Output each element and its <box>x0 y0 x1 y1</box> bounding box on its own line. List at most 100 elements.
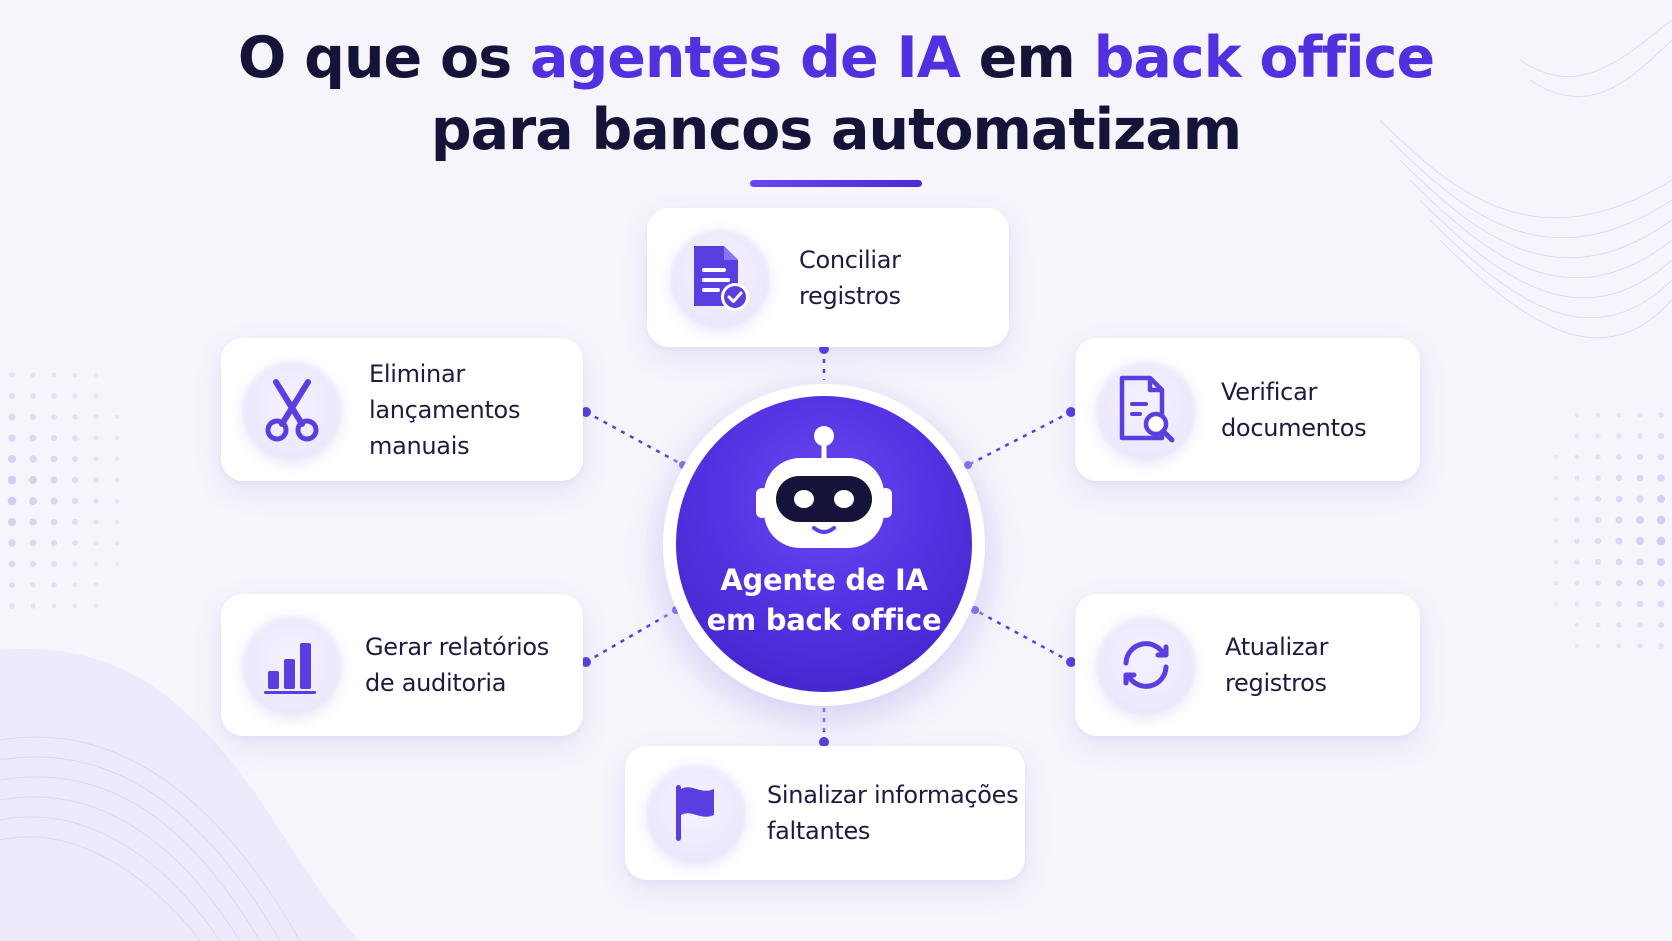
decor-dot <box>72 540 78 546</box>
decor-dot <box>1615 537 1623 545</box>
document-search-icon <box>1119 375 1175 442</box>
decor-dot <box>1595 580 1601 586</box>
decor-dot <box>1656 515 1666 525</box>
decor-dot <box>1656 557 1666 567</box>
decor-dot <box>114 456 120 462</box>
decor-dot <box>1553 580 1559 586</box>
decor-dot <box>1595 601 1601 607</box>
decor-dot <box>8 539 16 547</box>
scissors-icon <box>265 378 319 441</box>
decor-dot <box>114 561 120 567</box>
decor-dot <box>1615 579 1623 587</box>
decor-dot <box>1594 537 1602 545</box>
decor-dot <box>93 540 99 546</box>
decor-dot <box>50 539 58 547</box>
decor-dot <box>71 455 79 463</box>
decor-dot <box>51 372 57 378</box>
decor-dot <box>1616 622 1622 628</box>
decor-dot <box>1553 601 1559 607</box>
decor-dot <box>1637 433 1643 439</box>
page-title: O que os agentes de IA em back office pa… <box>0 22 1672 166</box>
decor-dot <box>93 477 99 483</box>
decor-dot <box>1553 559 1559 565</box>
decor-dot <box>29 455 37 463</box>
decor-dot <box>8 581 16 589</box>
decor-dot <box>1657 621 1665 629</box>
decor-dot <box>93 393 99 399</box>
decor-dot <box>29 434 37 442</box>
decor-dot <box>1616 412 1622 418</box>
decor-dot <box>114 414 120 420</box>
decor-dot <box>93 372 99 378</box>
decor-dot <box>1595 622 1601 628</box>
decor-dot <box>1595 475 1601 481</box>
decor-dot <box>1657 600 1665 608</box>
decor-dot <box>1637 643 1643 649</box>
task-icon-circle <box>1095 358 1197 461</box>
decor-dot <box>93 561 99 567</box>
decor-dot <box>1636 537 1644 545</box>
decor-dot <box>29 539 37 547</box>
document-check-icon <box>694 245 749 311</box>
connector-top-left <box>585 410 684 467</box>
task-card-conciliar: Conciliar registros <box>647 208 1009 347</box>
decor-dot <box>51 561 57 567</box>
decor-dot <box>1574 580 1580 586</box>
decor-dot <box>93 414 99 420</box>
decor-dot <box>1657 579 1665 587</box>
title-part-1: O que os <box>237 25 530 91</box>
title-highlight-agents: agentes de IA <box>530 25 961 91</box>
decor-dot <box>1658 643 1664 649</box>
decor-dot <box>29 413 37 421</box>
decor-dot <box>114 477 120 483</box>
decor-dot <box>1595 643 1601 649</box>
decor-dot <box>1636 558 1644 566</box>
decor-dot <box>1636 579 1644 587</box>
decor-dot <box>1574 454 1580 460</box>
connector-top-right <box>967 410 1072 467</box>
decor-dot <box>93 435 99 441</box>
title-underline <box>750 180 922 187</box>
flag-icon <box>676 785 714 841</box>
decor-dot <box>50 455 58 463</box>
decor-dot <box>1616 433 1622 439</box>
decor-dot <box>1616 601 1622 607</box>
decor-dot <box>72 435 78 441</box>
decor-dot <box>1595 454 1601 460</box>
decor-dot <box>72 603 78 609</box>
robot-icon <box>756 426 892 548</box>
task-icon-circle <box>241 614 343 716</box>
decor-dot <box>51 393 57 399</box>
decor-dot <box>1637 412 1643 418</box>
decor-dot <box>1574 601 1580 607</box>
decor-dot <box>1553 496 1559 502</box>
task-card-gerar: Gerar relatórios de auditoria <box>221 594 583 736</box>
decor-dot <box>72 582 78 588</box>
task-label: Atualizar registros <box>1225 633 1329 697</box>
decor-dot <box>50 434 58 442</box>
refresh-icon <box>1123 641 1169 689</box>
task-icon-circle <box>1095 614 1197 716</box>
decor-dot <box>1636 495 1644 503</box>
decor-dot <box>50 476 58 484</box>
decor-dot <box>51 582 57 588</box>
decor-dot <box>1657 453 1665 461</box>
decor-dot <box>1595 412 1601 418</box>
decor-dot <box>1636 516 1644 524</box>
decor-dot <box>51 603 57 609</box>
task-card-eliminar: Eliminar lançamentos manuais <box>221 338 583 481</box>
task-label: Gerar relatórios de auditoria <box>365 633 549 697</box>
decor-dot <box>7 475 17 485</box>
decor-dot <box>50 518 58 526</box>
decor-dot <box>1594 495 1602 503</box>
decor-dot <box>1574 412 1580 418</box>
title-part-3: em <box>959 25 1094 91</box>
task-card-atualizar: Atualizar registros <box>1075 594 1420 736</box>
decor-dot <box>1636 474 1644 482</box>
decor-dot <box>29 476 37 484</box>
decor-dot <box>7 517 17 527</box>
task-card-sinalizar: Sinalizar informações faltantes <box>625 746 1025 880</box>
decor-dot <box>7 454 17 464</box>
decor-dot <box>93 498 99 504</box>
decor-dot <box>1553 475 1559 481</box>
